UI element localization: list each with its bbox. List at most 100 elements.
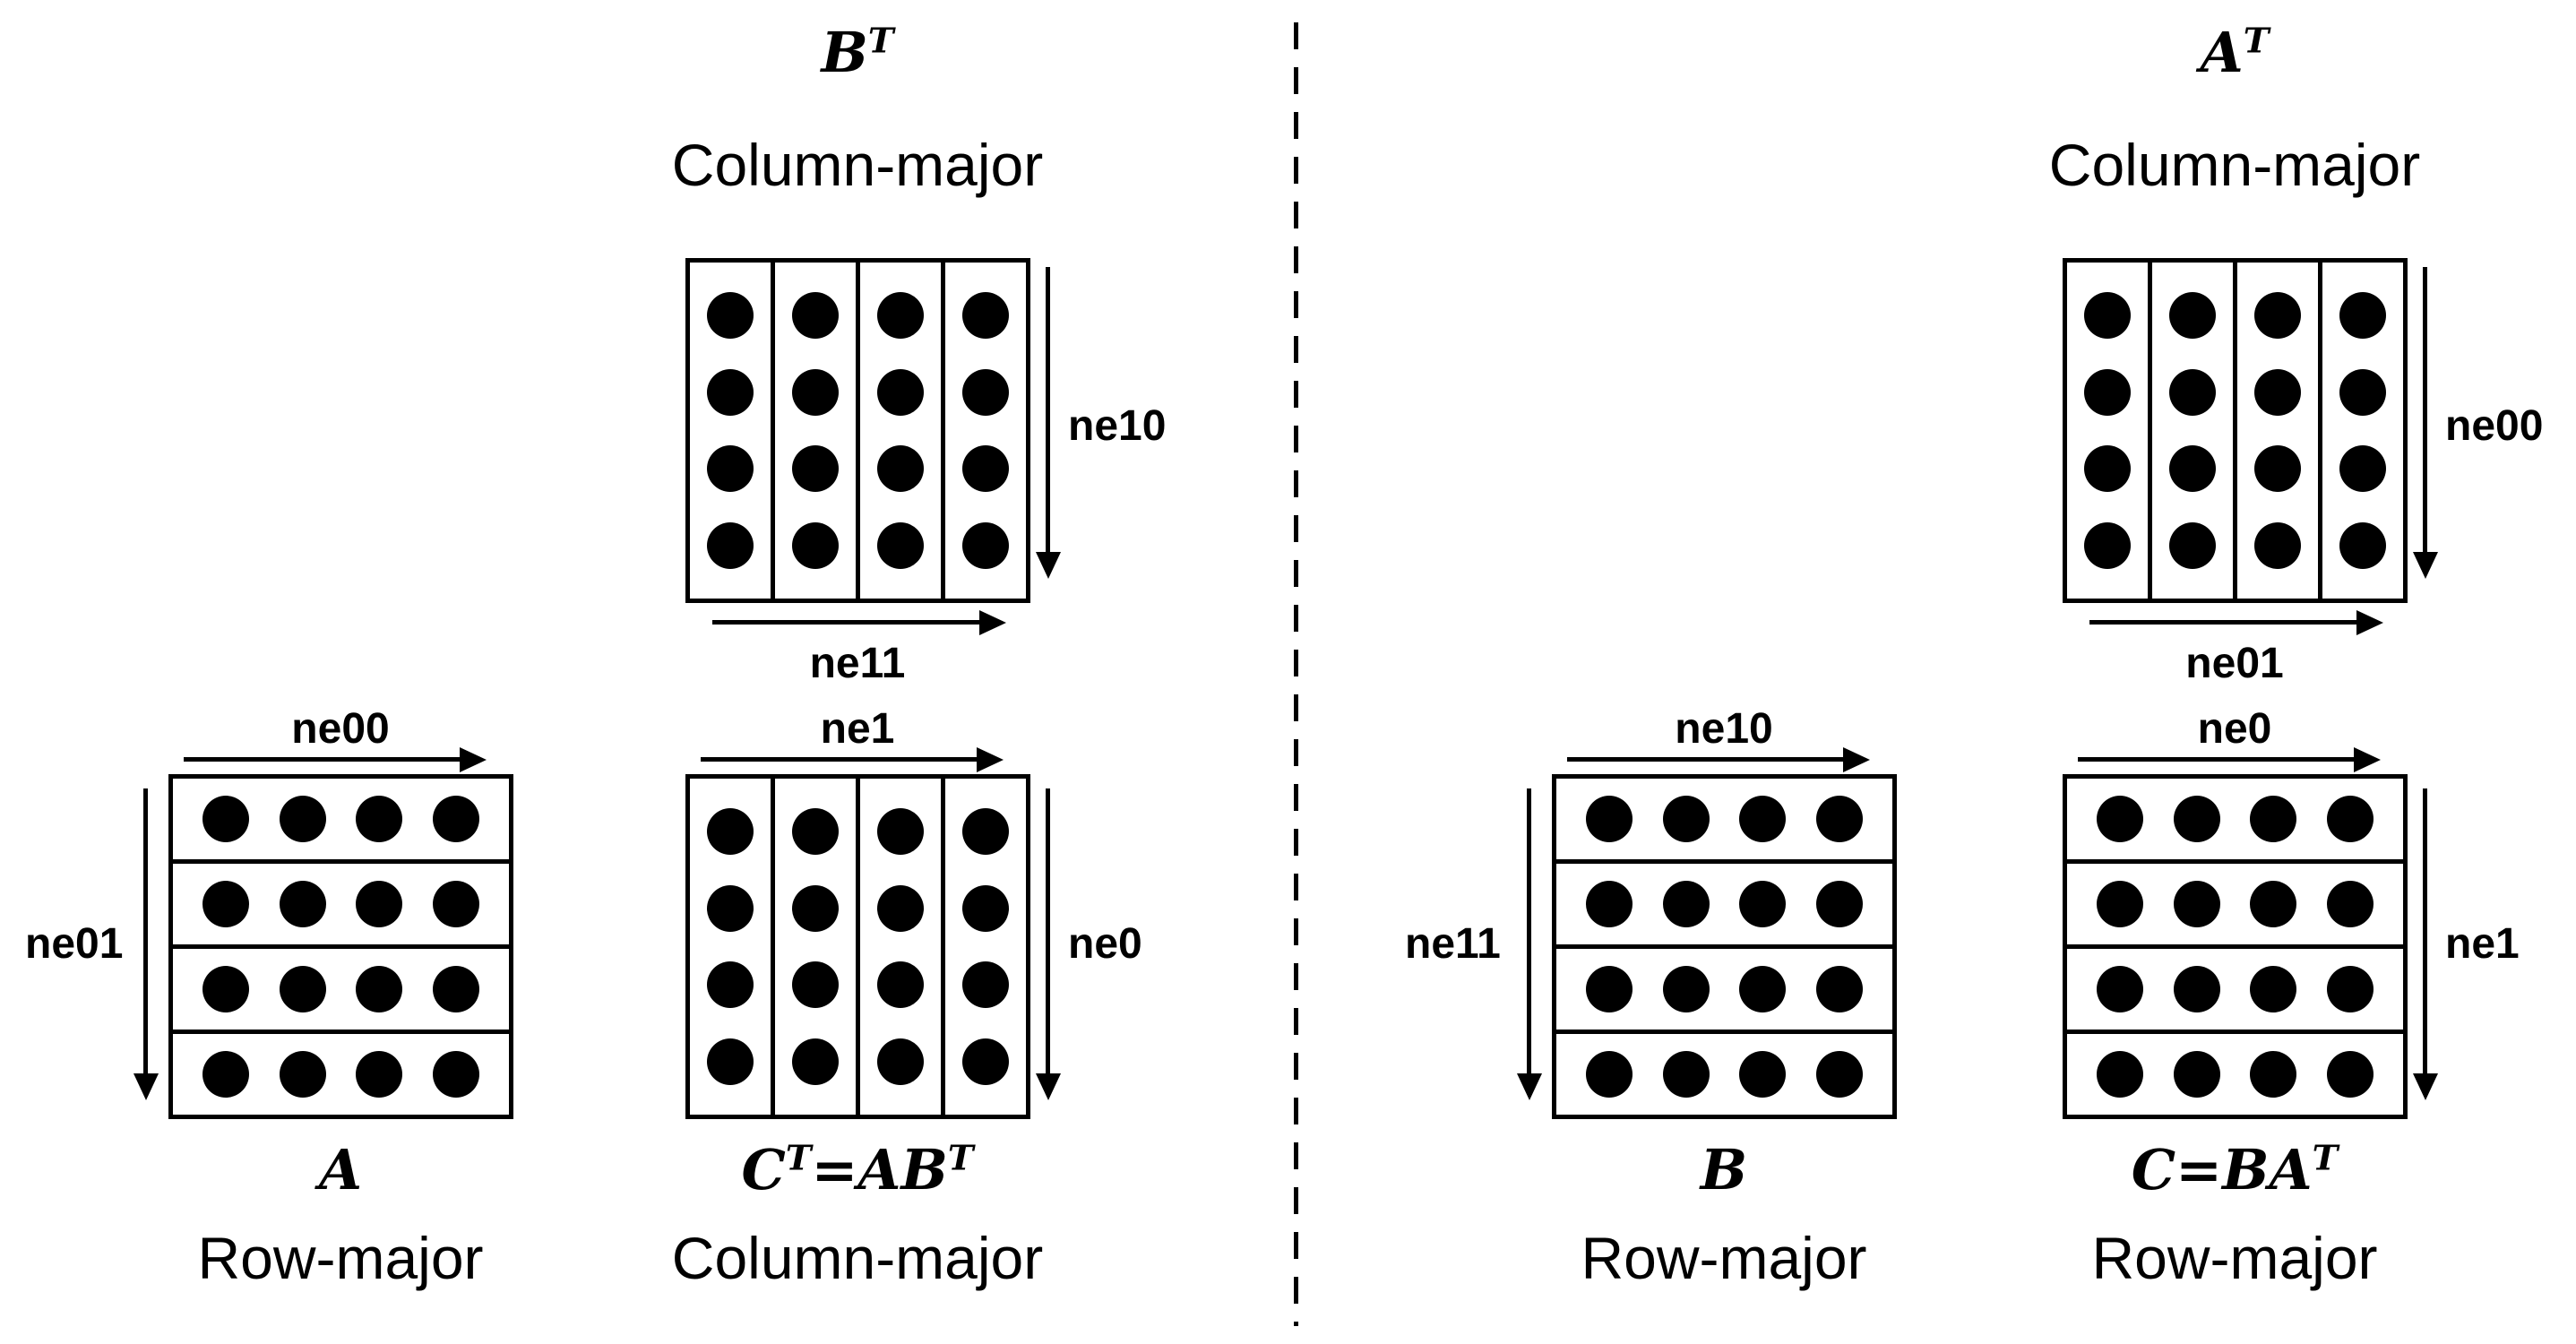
dim-label-ne00: ne00 [291,705,390,753]
matrix-strip [1556,949,1892,1034]
matrix-grid-at [2063,258,2408,603]
matrix-dot [2169,445,2216,493]
right-arrow-icon [1567,757,1845,762]
right-arrow-icon [2089,620,2358,625]
matrix-dot [2254,292,2301,340]
matrix-strip [860,263,945,599]
matrix-dot [792,521,839,569]
right-arrow-icon [184,757,461,762]
matrix-dot [962,1038,1009,1085]
matrix-dot [1662,881,1710,927]
matrix-dot [432,881,479,927]
matrix-dot [792,1038,839,1085]
matrix-grid-b [1552,774,1897,1119]
down-arrow-icon [2423,267,2427,554]
dim-label-ne1: ne1 [820,705,895,753]
matrix-dot [707,521,754,569]
down-arrow-icon [1046,267,1050,554]
matrix-dot [1739,881,1787,927]
matrix-dot [1815,796,1863,842]
matrix-dot [356,881,403,927]
matrix-dot [1815,966,1863,1012]
matrix-dot [2339,521,2386,569]
dim-label-ne11: ne11 [809,640,906,687]
matrix-dot [279,881,326,927]
matrix-dot [202,966,250,1012]
matrix-dot [279,796,326,842]
matrix-grid-bt [685,258,1030,603]
matrix-grid-ct [685,774,1030,1119]
matrix-strip [2067,779,2403,864]
right-arrow-icon [712,620,981,625]
matrix-strip [775,779,860,1115]
matrix-dot [2250,1051,2297,1098]
matrix-strip [2322,263,2403,599]
matrix-dot [2339,445,2386,493]
matrix-dot [707,961,754,1009]
matrix-dot [2250,966,2297,1012]
matrix-strip [1556,1034,1892,1115]
matrix-dot [1662,966,1710,1012]
matrix-dot [962,521,1009,569]
matrix-dot [792,808,839,856]
matrix-dot [707,1038,754,1085]
matrix-dot [877,445,924,493]
matrix-caption-ct: CT=ABT [741,1137,974,1202]
dim-label-ne01-r: ne01 [2185,640,2284,687]
layout-label-ct: Column-major [671,1225,1044,1291]
matrix-dot [877,368,924,416]
matrix-dot [2250,881,2297,927]
matrix-strip [173,779,509,864]
matrix-dot [2326,796,2374,842]
matrix-strip [173,949,509,1034]
right-arrow-icon [2078,757,2356,762]
matrix-dot [1586,796,1633,842]
matrix-dot [432,1051,479,1098]
matrix-grid-c [2063,774,2408,1119]
down-arrow-icon [1527,788,1531,1075]
matrix-dot [2084,292,2131,340]
matrix-dot [877,521,924,569]
matrix-strip [2067,263,2152,599]
matrix-dot [2173,881,2220,927]
matrix-dot [2254,521,2301,569]
matrix-dot [1815,881,1863,927]
matrix-dot [356,966,403,1012]
matrix-strip [173,864,509,949]
matrix-dot [1586,881,1633,927]
matrix-dot [962,292,1009,340]
dim-label-ne1-r: ne1 [2445,920,2520,968]
matrix-dot [2326,1051,2374,1098]
down-arrow-icon [2423,788,2427,1075]
matrix-dot [962,884,1009,932]
matrix-dot [877,884,924,932]
matrix-strip [2067,949,2403,1034]
matrix-strip [945,263,1026,599]
matrix-strip [860,779,945,1115]
matrix-strip [2237,263,2322,599]
matrix-dot [707,445,754,493]
right-arrow-icon [701,757,978,762]
matrix-dot [2084,368,2131,416]
matrix-dot [707,884,754,932]
matrix-dot [2097,1051,2144,1098]
matrix-dot [707,368,754,416]
matrix-dot [356,796,403,842]
matrix-dot [2169,292,2216,340]
matrix-strip [775,263,860,599]
matrix-dot [2173,796,2220,842]
matrix-dot [962,961,1009,1009]
layout-label-at: Column-major [2048,132,2421,198]
layout-label-bt: Column-major [671,132,1044,198]
matrix-dot [1662,796,1710,842]
layout-label-c: Row-major [2091,1225,2378,1291]
matrix-dot [2097,881,2144,927]
matrix-dot [877,292,924,340]
matrix-dot [2250,796,2297,842]
matrix-strip [2067,1034,2403,1115]
matrix-strip [2152,263,2237,599]
matrix-caption-b: B [1700,1137,1748,1202]
matrix-dot [1815,1051,1863,1098]
matrix-dot [962,445,1009,493]
matrix-dot [1586,966,1633,1012]
